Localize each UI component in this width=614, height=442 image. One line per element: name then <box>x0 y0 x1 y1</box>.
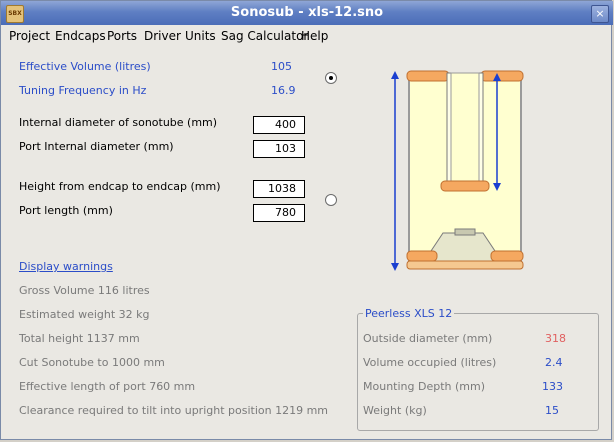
port-length-arrow-down <box>493 183 501 191</box>
effective-volume-label: Effective Volume (litres) <box>19 60 151 73</box>
total-height-text: Total height 1137 mm <box>19 332 140 345</box>
port-diameter-label: Port Internal diameter (mm) <box>19 140 174 153</box>
sonotube-diameter-label: Internal diameter of sonotube (mm) <box>19 116 218 129</box>
height-arrow-down <box>391 263 399 271</box>
effective-port-length-text: Effective length of port 760 mm <box>19 380 196 393</box>
baffle-right <box>490 250 524 262</box>
cut-sonotube-text: Cut Sonotube to 1000 mm <box>19 356 165 369</box>
volume-occupied-value: 2.4 <box>545 356 563 369</box>
outside-diameter-label: Outside diameter (mm) <box>363 332 493 345</box>
menu-project[interactable]: Project <box>9 29 51 43</box>
volume-occupied-label: Volume occupied (litres) <box>363 356 497 369</box>
height-label: Height from endcap to endcap (mm) <box>19 180 221 193</box>
port-diameter-input[interactable]: 103 <box>253 140 305 158</box>
bottom-endcap <box>406 260 524 270</box>
outside-diameter-value: 318 <box>545 332 566 345</box>
top-endcap-right <box>480 70 524 82</box>
tuning-frequency-label: Tuning Frequency in Hz <box>19 84 147 97</box>
port-length-arrow-up <box>493 73 501 81</box>
menu-units[interactable]: Units <box>185 29 216 43</box>
driver-magnet <box>454 228 476 236</box>
driver-group-title: Peerless XLS 12 <box>363 307 455 320</box>
length-mode-radio[interactable] <box>325 194 337 206</box>
port-length-label: Port length (mm) <box>19 204 113 217</box>
estimated-weight-text: Estimated weight 32 kg <box>19 308 150 321</box>
mounting-depth-label: Mounting Depth (mm) <box>363 380 485 393</box>
menu-endcaps[interactable]: Endcaps <box>55 29 106 43</box>
clearance-text: Clearance required to tilt into upright … <box>19 404 329 417</box>
gross-volume-text: Gross Volume 116 litres <box>19 284 150 297</box>
enclosure-diagram <box>391 70 524 271</box>
window-title: Sonosub - xls-12.sno <box>230 5 384 20</box>
tuning-frequency-value: 16.9 <box>271 84 296 97</box>
menu-driver[interactable]: Driver <box>144 29 181 43</box>
sonotube-diameter-input[interactable]: 400 <box>253 116 305 134</box>
menu-help[interactable]: Help <box>301 29 329 43</box>
radio-selected-dot <box>329 76 333 80</box>
weight-value: 15 <box>545 404 559 417</box>
height-arrow-up <box>391 71 399 79</box>
effective-volume-value: 105 <box>271 60 292 73</box>
top-endcap-left <box>406 70 450 82</box>
height-input[interactable]: 1038 <box>253 180 305 198</box>
menu-bar: Project Endcaps Ports Driver Units Sag C… <box>1 26 611 45</box>
port-length-input[interactable]: 780 <box>253 204 305 222</box>
title-bar[interactable]: SBX Sonosub - xls-12.sno × <box>1 1 613 25</box>
port-bore <box>450 72 480 186</box>
menu-sag-calculator[interactable]: Sag Calculator <box>221 29 309 43</box>
baffle-left <box>406 250 438 262</box>
menu-ports[interactable]: Ports <box>107 29 138 43</box>
driver-specs-group <box>357 313 599 431</box>
close-button[interactable]: × <box>591 5 609 23</box>
volume-mode-radio[interactable] <box>325 72 337 84</box>
weight-label: Weight (kg) <box>363 404 427 417</box>
port-flange <box>440 180 490 192</box>
mounting-depth-value: 133 <box>542 380 563 393</box>
app-icon[interactable]: SBX <box>6 5 24 23</box>
display-warnings-link[interactable]: Display warnings <box>19 260 113 273</box>
